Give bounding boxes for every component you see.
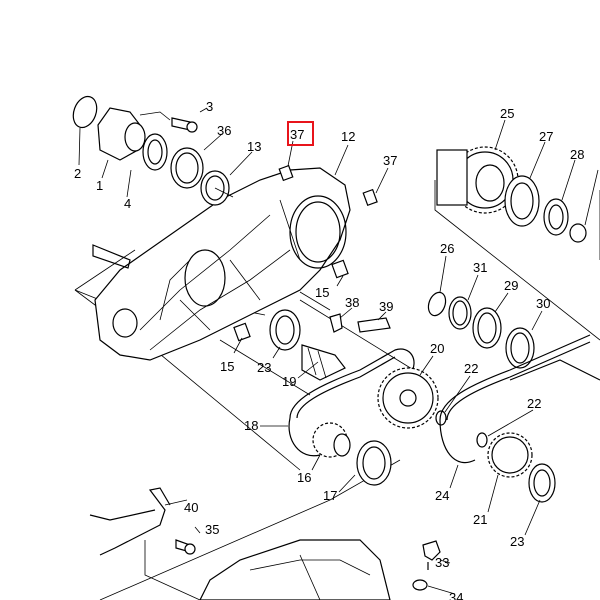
part-label[interactable]: 30: [536, 296, 550, 311]
front-parts: [72, 95, 253, 206]
part-label[interactable]: 23: [510, 534, 524, 549]
part-label[interactable]: 4: [124, 196, 131, 211]
dowel-pins: [278, 140, 389, 207]
part-label[interactable]: 23: [257, 360, 271, 375]
part-label[interactable]: 27: [539, 129, 553, 144]
part-label[interactable]: 2: [74, 166, 81, 181]
part-label[interactable]: 38: [345, 295, 359, 310]
part-label[interactable]: 40: [184, 500, 198, 515]
part-label[interactable]: 20: [430, 341, 444, 356]
part-label[interactable]: 21: [473, 512, 487, 527]
part-label[interactable]: 36: [217, 123, 231, 138]
part-label[interactable]: 33: [435, 555, 449, 570]
crankcase-cover: [92, 167, 351, 361]
part-number-labels: 1 2 3 4 36 13 37 12 37 25 27 28 26 31 29…: [74, 99, 584, 600]
part-label[interactable]: 25: [500, 106, 514, 121]
part-label[interactable]: 22: [527, 396, 541, 411]
part-label[interactable]: 18: [244, 418, 258, 433]
part-label[interactable]: 24: [435, 488, 449, 503]
part-label[interactable]: 16: [297, 470, 311, 485]
part-label[interactable]: 39: [379, 299, 393, 314]
shaft-bearing: [269, 309, 346, 381]
part-label[interactable]: 15: [220, 359, 234, 374]
part-label[interactable]: 35: [205, 522, 219, 537]
drive-chains: [260, 334, 600, 464]
bottom-parts: [89, 487, 456, 600]
part-label[interactable]: 34: [449, 590, 463, 600]
seals-group: [427, 255, 543, 369]
highlight-box-part-37: [287, 121, 314, 146]
part-label[interactable]: 19: [282, 374, 296, 389]
part-label[interactable]: 1: [96, 178, 103, 193]
lower-gears: [311, 355, 556, 536]
part-label[interactable]: 17: [323, 488, 337, 503]
part-label[interactable]: 13: [247, 139, 261, 154]
part-label[interactable]: 12: [341, 129, 355, 144]
part-label[interactable]: 31: [473, 260, 487, 275]
small-fittings: [233, 259, 391, 354]
part-label-highlighted[interactable]: 37: [290, 127, 304, 142]
part-label[interactable]: 22: [464, 361, 478, 376]
part-label[interactable]: 29: [504, 278, 518, 293]
part-label[interactable]: 26: [440, 241, 454, 256]
part-label[interactable]: 3: [206, 99, 213, 114]
part-label[interactable]: 28: [570, 147, 584, 162]
part-label[interactable]: 15: [315, 285, 329, 300]
upper-right-gear-group: [436, 119, 599, 243]
part-label[interactable]: 37: [383, 153, 397, 168]
